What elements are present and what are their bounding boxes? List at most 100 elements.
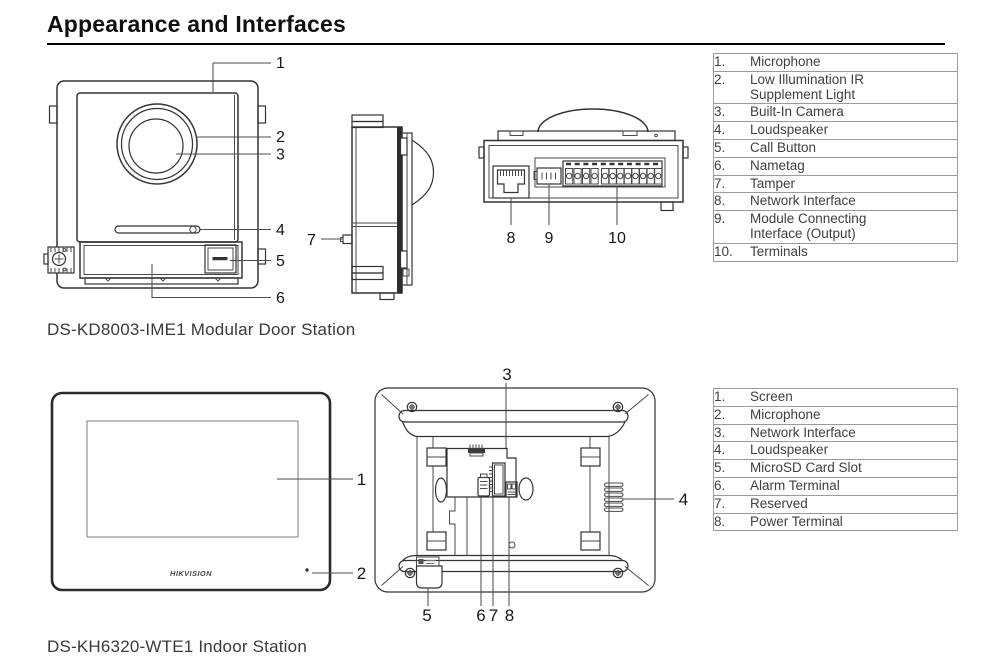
mounting-bracket [426, 447, 447, 467]
callout-label-4: 4 [679, 490, 688, 509]
alarm-terminal-connector [477, 473, 491, 497]
camera-lens [116, 103, 198, 185]
part-label: Terminals [750, 243, 808, 259]
fixing-screw-block [43, 246, 75, 274]
part-number: 2. [713, 71, 750, 105]
mounting-clip [399, 250, 408, 269]
page-title: Appearance and Interfaces [47, 11, 945, 45]
door-station-parts-table: 1.Microphone 2.Low Illumination IR Suppl… [713, 53, 958, 262]
callout-label-8: 8 [505, 606, 514, 625]
part-label: Microphone [750, 406, 958, 425]
network-port-rj45 [492, 165, 530, 199]
indoor-station-figure: HIKVISION [50, 365, 688, 625]
terminal-block [562, 160, 663, 187]
part-label: Low Illumination IR Supplement Light [750, 71, 958, 105]
part-number: 5. [713, 139, 750, 158]
screw [404, 567, 416, 579]
part-label: Call Button [750, 139, 958, 158]
door-bottom-view [478, 108, 689, 212]
microsd-slot [415, 556, 443, 589]
indoor-front-view: HIKVISION [50, 391, 332, 592]
part-label: Built-In Camera [750, 103, 958, 123]
part-number: 9. [713, 210, 750, 244]
loudspeaker-slit [114, 225, 201, 234]
callout-label-8: 8 [507, 230, 516, 247]
screw [612, 567, 624, 579]
part-label: Microphone [750, 53, 958, 72]
door-callouts: 1 2 3 4 5 6 7 8 9 10 [151, 55, 626, 307]
mounting-bracket [580, 447, 601, 467]
callout-label-5: 5 [276, 253, 285, 270]
door-station-figure: 1 2 3 4 5 6 7 8 9 10 [43, 55, 689, 307]
table-row: 10. Terminals [714, 243, 958, 261]
callout-label-3: 3 [502, 365, 511, 384]
part-number: 8. [713, 192, 750, 212]
table-row: 4.Loudspeaker [713, 121, 958, 140]
pcb [446, 447, 517, 498]
reserved-pin-header [489, 462, 506, 497]
indoor-station-caption: DS-KH6320-WTE1 Indoor Station [47, 637, 307, 656]
indoor-callouts: 1 2 3 4 5 6 7 8 [277, 365, 688, 625]
door-side-view [340, 114, 435, 301]
table-row: 2.Microphone [713, 406, 958, 425]
table-row: 1.Microphone [713, 53, 958, 72]
part-number: 6. [713, 157, 750, 176]
callout-label-5: 5 [422, 606, 431, 625]
part-number: 1. [713, 388, 750, 407]
loudspeaker-grill [604, 482, 624, 512]
part-number: 3. [713, 103, 750, 123]
part-label: Network Interface [750, 192, 958, 212]
mounting-bracket [580, 531, 601, 551]
part-label: Loudspeaker [750, 121, 958, 140]
camera-dome [537, 108, 649, 133]
network-connector [468, 444, 485, 457]
part-label: Network Interface [750, 424, 958, 443]
table-row: 4.Loudspeaker [713, 441, 958, 461]
callout-label-1: 1 [276, 55, 285, 72]
side-tab [48, 105, 58, 124]
callout-label-3: 3 [276, 147, 285, 164]
table-row: 3.Network Interface [713, 424, 958, 443]
callout-label-7: 7 [489, 606, 498, 625]
table-row: 1.Screen [713, 388, 958, 407]
door-station-caption: DS-KD8003-IME1 Modular Door Station [47, 320, 356, 339]
part-label: Module Connecting Interface (Output) [750, 210, 958, 244]
nametag-module [79, 241, 243, 285]
table-row: 8.Network Interface [713, 192, 958, 212]
microsd-slot-cover [415, 565, 443, 589]
part-number: 1. [713, 53, 750, 72]
indoor-station-parts-table: 1.Screen 2.Microphone 3.Network Interfac… [713, 388, 958, 532]
part-number: 8. [714, 513, 726, 529]
table-row: 5.MicroSD Card Slot [713, 459, 958, 478]
screen [86, 420, 299, 538]
part-label: Tamper [750, 175, 958, 194]
callout-label-10: 10 [608, 230, 626, 247]
table-row: 6.Alarm Terminal [713, 477, 958, 496]
callout-label-2: 2 [357, 564, 366, 583]
table-row: 8. Power Terminal [714, 513, 958, 531]
part-number: 10. [714, 243, 733, 259]
part-number: 7. [713, 495, 750, 514]
callout-label-9: 9 [545, 230, 554, 247]
side-tab [478, 146, 485, 159]
callout-label-6: 6 [476, 606, 485, 625]
table-row: 2.Low Illumination IR Supplement Light [713, 71, 958, 105]
door-front-view [43, 80, 267, 289]
part-label: Alarm Terminal [750, 477, 958, 496]
side-tab [682, 146, 689, 159]
table-row: 6.Nametag [713, 157, 958, 176]
call-button [204, 244, 237, 274]
part-label: MicroSD Card Slot [750, 459, 958, 478]
cable-channel [449, 497, 468, 555]
callout-label-4: 4 [276, 222, 285, 239]
table-row: 7.Tamper [713, 175, 958, 194]
power-terminal-connector [505, 481, 518, 498]
callout-label-6: 6 [276, 290, 285, 307]
part-label: Loudspeaker [750, 441, 958, 461]
part-label: Power Terminal [750, 513, 843, 529]
part-number: 3. [713, 424, 750, 443]
part-number: 4. [713, 441, 750, 461]
table-row: 7.Reserved [713, 495, 958, 514]
microphone-hole [305, 568, 309, 572]
part-label: Nametag [750, 157, 958, 176]
